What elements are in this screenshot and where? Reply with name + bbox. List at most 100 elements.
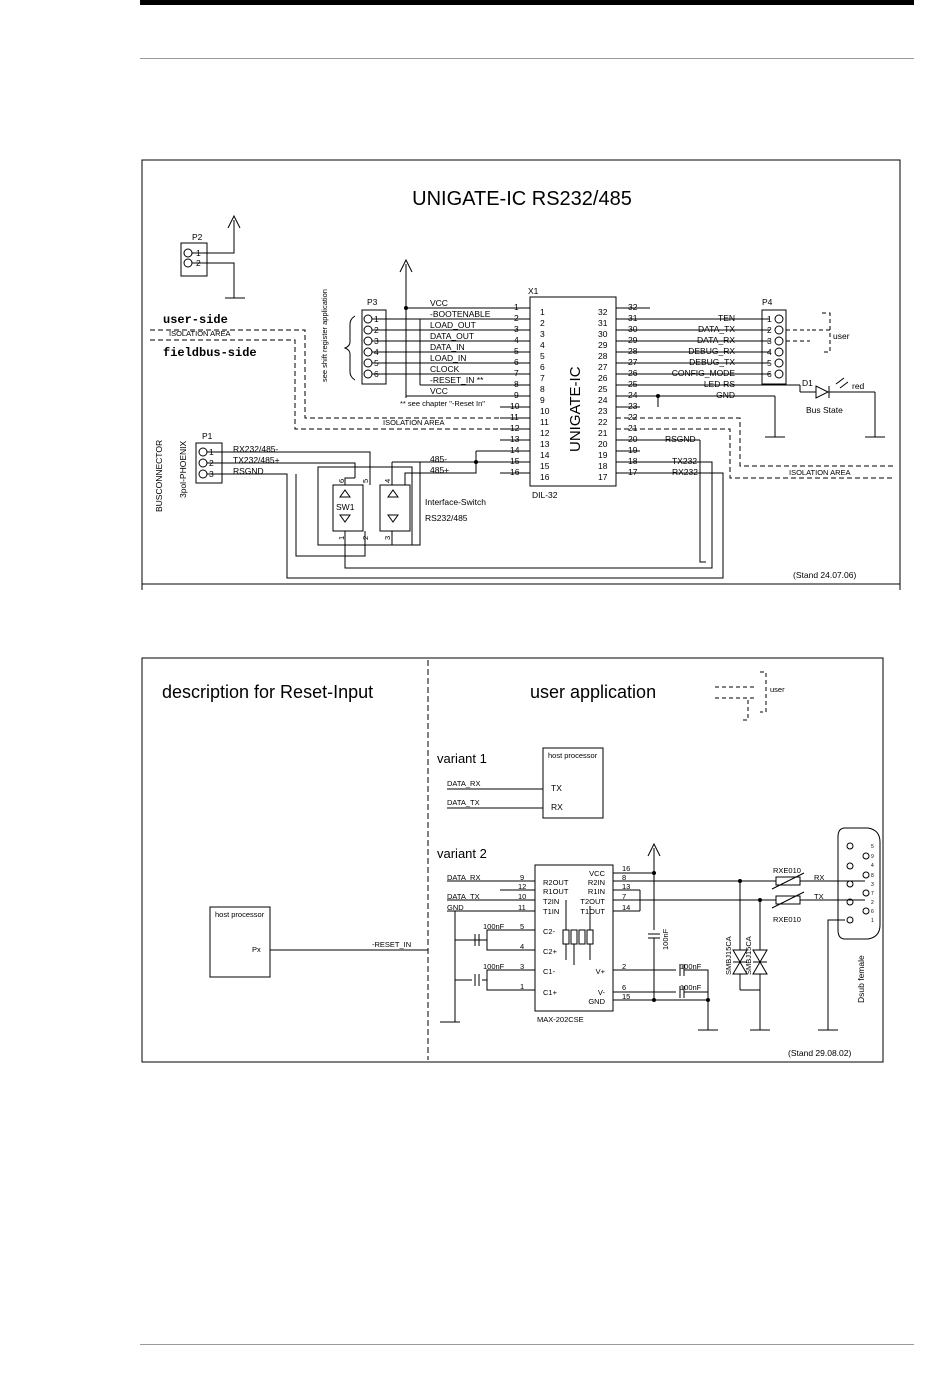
svg-text:GND: GND [716, 390, 735, 400]
svg-text:24: 24 [598, 395, 608, 405]
variant-2-label: variant 2 [437, 846, 487, 861]
svg-text:3: 3 [374, 336, 379, 346]
svg-text:7: 7 [514, 368, 519, 378]
svg-text:10: 10 [518, 892, 526, 901]
svg-text:R2IN: R2IN [588, 878, 605, 887]
isolation-area-label-2: ISOLATION AREA [383, 418, 445, 427]
svg-text:RX232/485-: RX232/485- [233, 444, 279, 454]
svg-text:29: 29 [628, 335, 638, 345]
svg-text:VCC: VCC [430, 298, 448, 308]
svg-text:5: 5 [871, 844, 874, 850]
svg-text:1: 1 [520, 982, 524, 991]
svg-text:14: 14 [510, 445, 520, 455]
reset-note: ** see chapter "-Reset In" [400, 399, 485, 408]
svg-text:32: 32 [628, 302, 638, 312]
svg-text:100nF: 100nF [483, 962, 505, 971]
svg-text:TX232: TX232 [672, 456, 697, 466]
svg-text:1: 1 [374, 314, 379, 324]
svg-text:RX: RX [814, 873, 824, 882]
svg-text:6: 6 [374, 369, 379, 379]
svg-text:2: 2 [514, 313, 519, 323]
svg-text:485+: 485+ [430, 465, 449, 475]
svg-text:9: 9 [871, 854, 874, 860]
bottom-stand: (Stand 29.08.02) [788, 1048, 851, 1058]
svg-text:16: 16 [540, 472, 550, 482]
svg-text:28: 28 [598, 351, 608, 361]
svg-text:8: 8 [622, 873, 626, 882]
svg-text:4: 4 [871, 863, 874, 869]
bottom-diagram-frame [141, 657, 884, 1063]
svg-text:28: 28 [628, 346, 638, 356]
svg-text:4: 4 [540, 340, 545, 350]
svg-text:31: 31 [598, 318, 608, 328]
svg-text:5: 5 [767, 358, 772, 368]
top-diagram-frame [141, 159, 901, 585]
svg-text:2: 2 [622, 962, 626, 971]
p2-connector [180, 242, 208, 277]
svg-text:17: 17 [598, 472, 608, 482]
svg-text:TX: TX [551, 783, 562, 793]
svg-text:14: 14 [540, 450, 550, 460]
variant-1-label: variant 1 [437, 751, 487, 766]
page-header-rule [140, 0, 914, 5]
svg-text:26: 26 [628, 368, 638, 378]
svg-text:-CONFIG_MODE: -CONFIG_MODE [669, 368, 735, 378]
svg-text:15: 15 [510, 456, 520, 466]
svg-text:2: 2 [361, 536, 370, 540]
svg-text:27: 27 [598, 362, 608, 372]
svg-text:13: 13 [540, 439, 550, 449]
svg-text:32: 32 [598, 307, 608, 317]
svg-text:VCC: VCC [430, 386, 448, 396]
svg-text:30: 30 [628, 324, 638, 334]
svg-text:LOAD_IN: LOAD_IN [430, 353, 466, 363]
svg-text:31: 31 [628, 313, 638, 323]
svg-text:23: 23 [628, 401, 638, 411]
svg-text:25: 25 [598, 384, 608, 394]
user-application-title: user application [530, 682, 656, 702]
svg-text:C1+: C1+ [543, 988, 558, 997]
d1-led [815, 385, 830, 399]
svg-text:5: 5 [361, 479, 370, 483]
svg-text:1: 1 [767, 314, 772, 324]
svg-text:TEN: TEN [718, 313, 735, 323]
svg-text:17: 17 [628, 467, 638, 477]
svg-text:1: 1 [196, 248, 201, 258]
svg-text:1: 1 [337, 536, 346, 540]
svg-text:24: 24 [628, 390, 638, 400]
svg-text:C1-: C1- [543, 967, 556, 976]
svg-text:R2OUT: R2OUT [543, 878, 569, 887]
svg-text:10: 10 [510, 401, 520, 411]
svg-text:3: 3 [383, 536, 392, 540]
svg-text:12: 12 [510, 423, 520, 433]
svg-text:DATA_RX: DATA_RX [447, 873, 480, 882]
svg-text:16: 16 [622, 864, 630, 873]
svg-text:13: 13 [510, 434, 520, 444]
svg-text:RX232: RX232 [672, 467, 698, 477]
svg-text:4: 4 [374, 347, 379, 357]
svg-text:12: 12 [518, 882, 526, 891]
svg-text:RXE010: RXE010 [773, 915, 801, 924]
svg-text:2: 2 [871, 900, 874, 906]
svg-text:11: 11 [540, 417, 549, 427]
host-processor-reset-label: host processor [215, 910, 265, 919]
p1-type: 3pol-PHOENIX [178, 441, 188, 498]
reset-in-label: -RESET_IN [372, 940, 411, 949]
p4-label: P4 [762, 297, 773, 307]
svg-text:DATA_TX: DATA_TX [698, 324, 735, 334]
svg-text:22: 22 [628, 412, 638, 422]
bus-state-label: Bus State [806, 405, 843, 415]
svg-text:100nF: 100nF [483, 922, 505, 931]
isolation-area-label-1: ISOLATION AREA [169, 329, 231, 338]
svg-text:5: 5 [540, 351, 545, 361]
svg-text:8: 8 [871, 873, 874, 879]
svg-text:26: 26 [598, 373, 608, 383]
user-side-label: user-side [163, 313, 228, 327]
svg-text:TX: TX [814, 892, 824, 901]
svg-text:100nF: 100nF [680, 983, 702, 992]
svg-text:21: 21 [598, 428, 608, 438]
x1-label: X1 [528, 286, 539, 296]
svg-text:6: 6 [514, 357, 519, 367]
svg-text:3: 3 [540, 329, 545, 339]
svg-text:6: 6 [767, 369, 772, 379]
